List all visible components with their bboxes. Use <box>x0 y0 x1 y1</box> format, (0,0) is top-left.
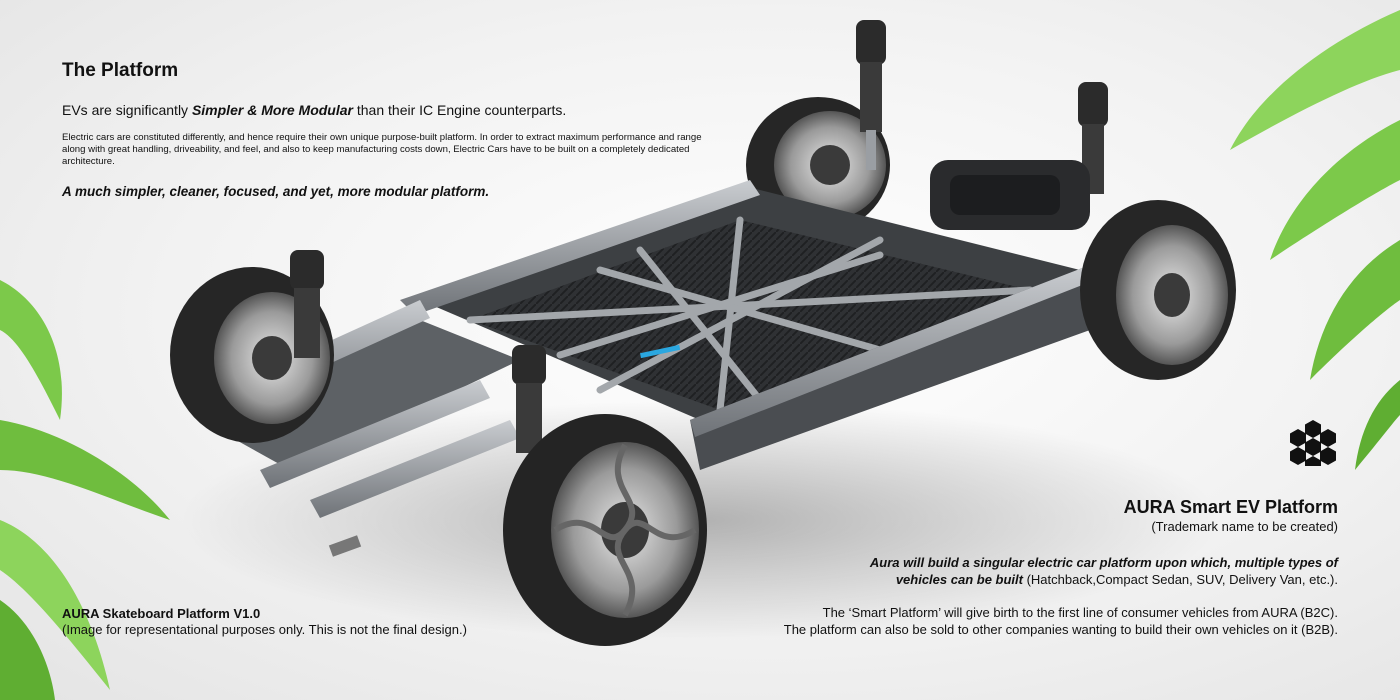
brand-subtitle: (Trademark name to be created) <box>1151 519 1338 534</box>
tagline: A much simpler, cleaner, focused, and ye… <box>62 184 490 199</box>
platform-claim: Aura will build a singular electric car … <box>818 554 1338 588</box>
brand-title: AURA Smart EV Platform <box>1123 497 1338 517</box>
lead-suffix: than their IC Engine counterparts. <box>352 102 567 118</box>
description-line-2: The platform can also be sold to other c… <box>783 622 1338 637</box>
wheel-rear-left <box>746 97 890 233</box>
brand-block: AURA Smart EV Platform (Trademark name t… <box>918 497 1338 534</box>
motor-unit <box>930 160 1090 230</box>
image-caption: AURA Skateboard Platform V1.0 (Image for… <box>62 606 467 638</box>
claim-suffix: (Hatchback,Compact Sedan, SUV, Delivery … <box>1022 572 1338 587</box>
wheel-front-right <box>503 414 707 646</box>
caption-note: (Image for representational purposes onl… <box>62 622 467 637</box>
caption-title: AURA Skateboard Platform V1.0 <box>62 606 261 621</box>
damper-front-right <box>512 345 546 453</box>
lead-prefix: EVs are significantly <box>62 102 192 118</box>
frame-braces <box>466 216 1034 414</box>
intro-paragraph: Electric cars are constituted differentl… <box>62 132 702 167</box>
wheel-rear-right <box>1080 200 1236 380</box>
damper-front-left <box>290 250 324 358</box>
frame-rail-left <box>400 180 760 315</box>
claim-emphasis: Aura will build a singular electric car … <box>869 555 1338 587</box>
lead-emphasis: Simpler & More Modular <box>191 102 353 118</box>
page-title: The Platform <box>62 60 179 81</box>
frame-rail-right-top <box>690 265 1095 437</box>
platform-description: The ‘Smart Platform’ will give birth to … <box>718 604 1338 638</box>
palm-leaves-right <box>1230 10 1400 470</box>
lead-statement: EVs are significantly Simpler & More Mod… <box>62 102 566 118</box>
damper-rear-left <box>856 20 886 170</box>
accent-light <box>640 344 681 359</box>
hexagon-cluster-icon <box>1290 420 1336 466</box>
description-line-1: The ‘Smart Platform’ will give birth to … <box>822 605 1338 620</box>
palm-leaves-left <box>0 280 170 700</box>
